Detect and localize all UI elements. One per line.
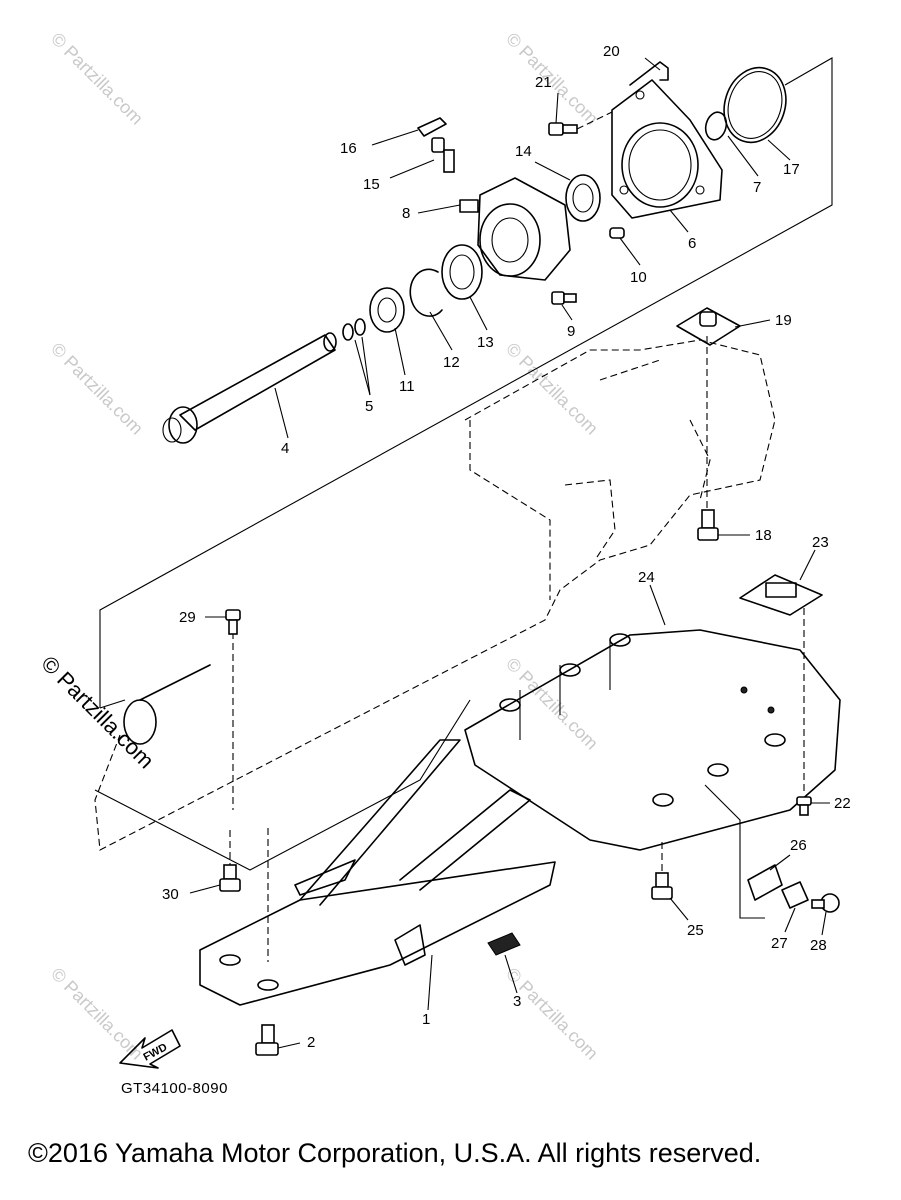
callout-10: 10	[630, 269, 647, 286]
part-20-clip	[629, 61, 669, 86]
callout-12: 12	[443, 354, 460, 371]
part-5-o-rings	[342, 318, 366, 341]
callout-9: 9	[567, 323, 575, 340]
part-4-drive-shaft	[162, 332, 337, 444]
callout-numbers: 1 2 3 4 5 6 7 8 9 10 11 12 13 14 15 16 1…	[162, 43, 851, 1051]
callout-24: 24	[638, 569, 655, 586]
assembly-guide-lines	[99, 57, 833, 962]
part-12-circlip	[409, 268, 443, 317]
part-16-cap	[417, 117, 447, 137]
callout-7: 7	[753, 179, 761, 196]
part-27-plate	[781, 881, 809, 909]
part-3-pad	[487, 932, 521, 956]
callout-18: 18	[755, 527, 772, 544]
watermark-large: © Partzilla.com	[36, 651, 159, 774]
callout-22: 22	[834, 795, 851, 812]
watermark: © Partzilla.com	[502, 654, 602, 754]
callout-19: 19	[775, 312, 792, 329]
callout-25: 25	[687, 922, 704, 939]
part-10-dowel-pin	[609, 227, 625, 239]
part-14-bearing	[565, 174, 601, 222]
part-8-bearing-housing	[459, 177, 571, 281]
part-21-bolt	[548, 122, 578, 136]
callout-21: 21	[535, 74, 552, 91]
part-24-cover-plate	[464, 629, 841, 851]
callout-30: 30	[162, 886, 179, 903]
callout-27: 27	[771, 935, 788, 952]
watermark: © Partzilla.com	[502, 29, 602, 129]
callout-28: 28	[810, 937, 827, 954]
part-1-intake-grate	[199, 739, 556, 1006]
callout-2: 2	[307, 1034, 315, 1051]
callout-20: 20	[603, 43, 620, 60]
part-2-bolt	[255, 1024, 279, 1056]
watermark-group: © Partzilla.com © Partzilla.com © Partzi…	[36, 29, 602, 1064]
part-29-stud	[225, 609, 241, 635]
callout-15: 15	[363, 176, 380, 193]
part-18-bolt	[697, 509, 719, 541]
callout-8: 8	[402, 205, 410, 222]
part-28-bolt	[811, 893, 840, 913]
part-13-oil-seal	[441, 244, 483, 300]
watermark: © Partzilla.com	[47, 964, 147, 1064]
callout-4: 4	[281, 440, 289, 457]
watermark: © Partzilla.com	[47, 339, 147, 439]
callout-leaders	[189, 57, 830, 1049]
copyright-notice: ©2016 Yamaha Motor Corporation, U.S.A. A…	[28, 1138, 762, 1168]
callout-6: 6	[688, 235, 696, 252]
callout-1: 1	[422, 1011, 430, 1028]
watermark: © Partzilla.com	[502, 339, 602, 439]
watermark: © Partzilla.com	[502, 964, 602, 1064]
part-26-block	[747, 864, 783, 901]
callout-13: 13	[477, 334, 494, 351]
callout-3: 3	[513, 993, 521, 1010]
part-30-bolt	[219, 864, 241, 892]
part-25-bolt	[651, 872, 673, 900]
callout-16: 16	[340, 140, 357, 157]
part-11-bearing	[369, 287, 405, 333]
callout-29: 29	[179, 609, 196, 626]
part-7-o-ring	[704, 111, 728, 141]
part-15-grease-nipple-bolt	[431, 137, 455, 173]
watermark: © Partzilla.com	[47, 29, 147, 129]
part-6-cover-plate	[611, 79, 723, 219]
part-17-o-ring	[723, 66, 787, 144]
callout-17: 17	[783, 161, 800, 178]
part-22-bolt	[796, 796, 812, 816]
callout-14: 14	[515, 143, 532, 160]
callout-11: 11	[399, 378, 415, 395]
part-19-mount-plate	[676, 307, 741, 346]
callout-5: 5	[365, 398, 373, 415]
callout-26: 26	[790, 837, 807, 854]
part-23-bracket	[739, 574, 823, 616]
reference-code: GT34100-8090	[121, 1080, 228, 1097]
part-9-bolt	[551, 291, 577, 305]
callout-23: 23	[812, 534, 829, 551]
